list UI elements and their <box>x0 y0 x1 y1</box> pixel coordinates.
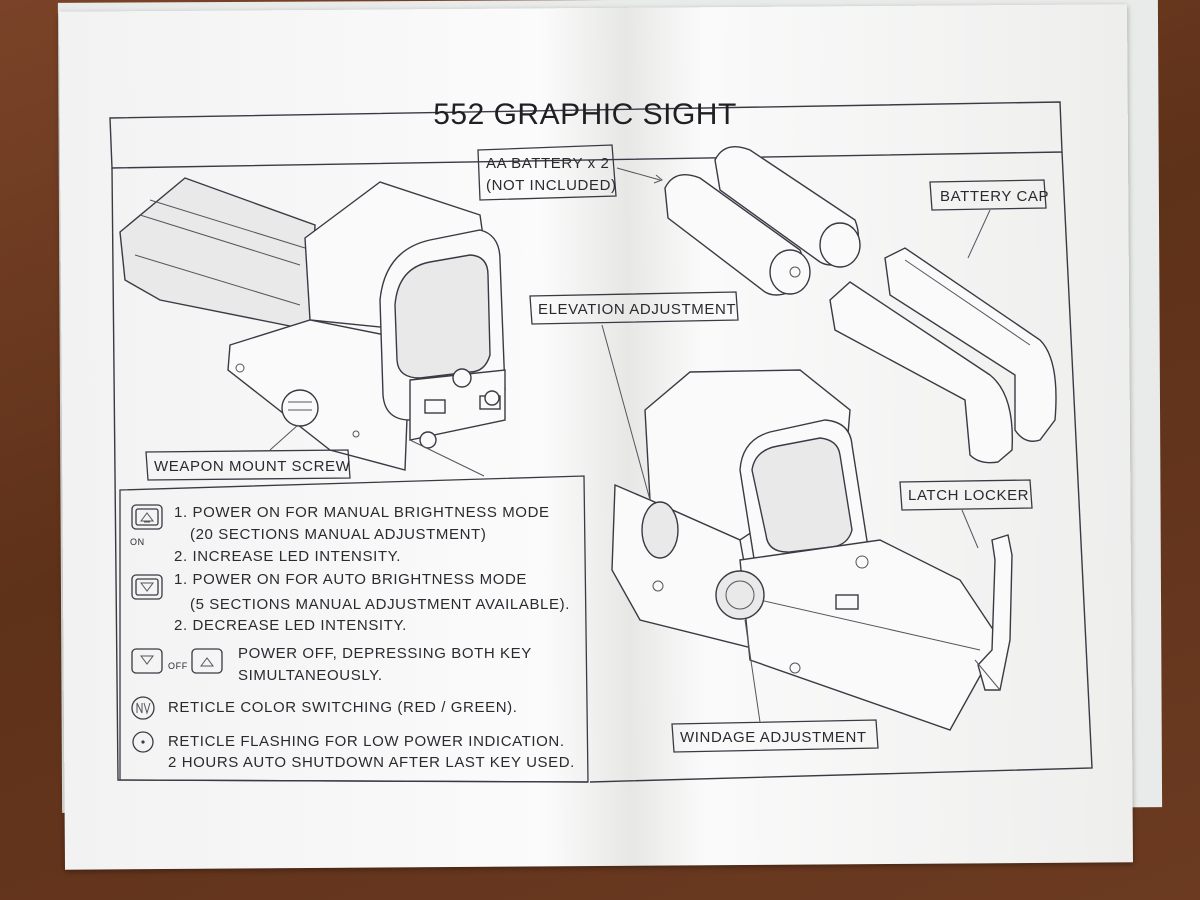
instructions-panel <box>119 475 589 783</box>
up-key-line1: 1. POWER ON FOR MANUAL BRIGHTNESS MODE <box>174 504 550 521</box>
sight-illustration-right <box>611 369 1013 731</box>
callout-weapon-mount-screw <box>145 424 351 481</box>
both-keys-icon <box>131 648 223 674</box>
up-arrow-key-icon <box>131 504 163 530</box>
both-keys-line2: SIMULTANEOUSLY. <box>238 667 383 684</box>
elevation-callout: ELEVATION ADJUSTMENT <box>538 301 736 318</box>
sheet-title: 552 GRAPHIC SIGHT <box>433 98 737 131</box>
up-key-line3: 2. INCREASE LED INTENSITY. <box>174 548 401 565</box>
battery-cap-illustration <box>829 247 1057 464</box>
panel-leader-line <box>409 439 485 477</box>
on-label: ON <box>130 537 145 547</box>
windage-callout: WINDAGE ADJUSTMENT <box>680 729 867 746</box>
off-label: OFF <box>168 661 188 671</box>
aa-batteries <box>664 146 861 296</box>
callout-battery-cap <box>929 179 1047 259</box>
battery-callout-line2: (NOT INCLUDED) <box>486 177 617 194</box>
callout-elevation <box>529 291 739 501</box>
battery-cap-callout: BATTERY CAP <box>940 188 1049 205</box>
battery-callout-line1: AA BATTERY x 2 <box>486 155 609 172</box>
dot-line1: RETICLE FLASHING FOR LOW POWER INDICATIO… <box>168 733 565 750</box>
nv-key-line1: RETICLE COLOR SWITCHING (RED / GREEN). <box>168 699 518 716</box>
callout-latch-locker <box>899 479 1033 549</box>
down-key-line1: 1. POWER ON FOR AUTO BRIGHTNESS MODE <box>174 571 527 588</box>
dot-indicator-icon <box>132 731 154 753</box>
nv-key-icon <box>131 696 155 720</box>
down-key-line2: (5 SECTIONS MANUAL ADJUSTMENT AVAILABLE)… <box>190 596 570 613</box>
latch-locker-callout: LATCH LOCKER <box>908 487 1029 504</box>
up-key-line2: (20 SECTIONS MANUAL ADJUSTMENT) <box>190 526 486 543</box>
weapon-mount-screw-callout: WEAPON MOUNT SCREW <box>154 458 351 475</box>
callout-battery <box>477 144 663 201</box>
sight-illustration-left <box>119 177 506 471</box>
down-arrow-key-icon <box>131 574 163 600</box>
dot-line2: 2 HOURS AUTO SHUTDOWN AFTER LAST KEY USE… <box>168 754 575 771</box>
callout-windage <box>671 619 879 753</box>
down-key-line3: 2. DECREASE LED INTENSITY. <box>174 617 407 634</box>
both-keys-line1: POWER OFF, DEPRESSING BOTH KEY <box>238 645 532 662</box>
